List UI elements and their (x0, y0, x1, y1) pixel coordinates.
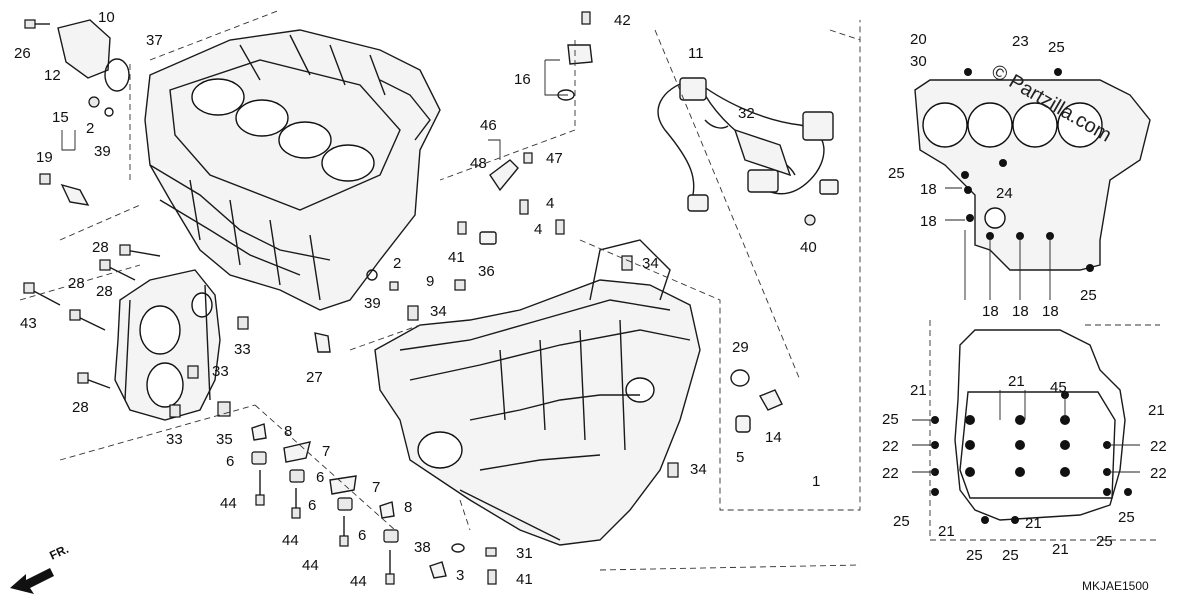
callout-1[interactable]: 1 (812, 473, 820, 490)
callout-8[interactable]: 8 (284, 423, 292, 440)
callout-9[interactable]: 9 (426, 273, 434, 290)
callout-21b[interactable]: 21 (1008, 373, 1025, 390)
callout-25e[interactable]: 25 (893, 513, 910, 530)
callout-34a[interactable]: 34 (642, 255, 659, 272)
callout-18b[interactable]: 18 (920, 213, 937, 230)
callout-36[interactable]: 36 (478, 263, 495, 280)
callout-42[interactable]: 42 (614, 12, 631, 29)
callout-21e[interactable]: 21 (1025, 515, 1042, 532)
callout-38[interactable]: 38 (414, 539, 431, 556)
callout-25h[interactable]: 25 (1096, 533, 1113, 550)
callout-25d[interactable]: 25 (882, 411, 899, 428)
callout-28b[interactable]: 28 (68, 275, 85, 292)
callout-48[interactable]: 48 (470, 155, 487, 172)
callout-25c[interactable]: 25 (1080, 287, 1097, 304)
front-direction-arrow-icon (10, 568, 54, 594)
callout-31[interactable]: 31 (516, 545, 533, 562)
callout-18c[interactable]: 18 (982, 303, 999, 320)
callout-3[interactable]: 3 (456, 567, 464, 584)
callout-14[interactable]: 14 (765, 429, 782, 446)
callout-47[interactable]: 47 (546, 150, 563, 167)
callout-28a[interactable]: 28 (92, 239, 109, 256)
side-cover[interactable] (114, 269, 221, 421)
callout-25f[interactable]: 25 (966, 547, 983, 564)
callout-20[interactable]: 20 (910, 31, 927, 48)
callout-25g[interactable]: 25 (1002, 547, 1019, 564)
lower-crankcase[interactable] (374, 239, 701, 546)
callout-28d[interactable]: 28 (72, 399, 89, 416)
callout-25i[interactable]: 25 (1118, 509, 1135, 526)
callout-25a[interactable]: 25 (1048, 39, 1065, 56)
callout-41b[interactable]: 41 (516, 571, 533, 588)
callout-44c[interactable]: 44 (302, 557, 319, 574)
callout-22a[interactable]: 22 (882, 438, 899, 455)
callout-19[interactable]: 19 (36, 149, 53, 166)
callout-35[interactable]: 35 (216, 431, 233, 448)
callout-45[interactable]: 45 (1050, 379, 1067, 396)
callout-8b[interactable]: 8 (404, 499, 412, 516)
front-marker-label: FR. (47, 542, 70, 563)
wire-harness[interactable] (657, 77, 839, 226)
callout-44b[interactable]: 44 (282, 532, 299, 549)
callout-12[interactable]: 12 (44, 67, 61, 84)
callout-24[interactable]: 24 (996, 185, 1013, 202)
callout-6b[interactable]: 6 (316, 469, 324, 486)
callout-21f[interactable]: 21 (1052, 541, 1069, 558)
callout-4[interactable]: 4 (546, 195, 554, 212)
callout-2b[interactable]: 2 (393, 255, 401, 272)
upper-case-bolt-layout (914, 68, 1151, 272)
callout-32[interactable]: 32 (738, 105, 755, 122)
callout-44d[interactable]: 44 (350, 573, 367, 590)
callout-4b[interactable]: 4 (534, 221, 542, 238)
callout-33a[interactable]: 33 (234, 341, 251, 358)
callout-6d[interactable]: 6 (358, 527, 366, 544)
callout-46[interactable]: 46 (480, 117, 497, 134)
callout-39a[interactable]: 39 (94, 143, 111, 160)
callout-44a[interactable]: 44 (220, 495, 237, 512)
callout-37[interactable]: 37 (146, 32, 163, 49)
callout-21d[interactable]: 21 (938, 523, 955, 540)
callout-21c[interactable]: 21 (1148, 402, 1165, 419)
callout-43[interactable]: 43 (20, 315, 37, 332)
diagram-code: MKJAE1500 (1082, 579, 1149, 593)
callout-7b[interactable]: 7 (372, 479, 380, 496)
callout-22d[interactable]: 22 (1150, 465, 1167, 482)
small-parts (23, 11, 783, 585)
callout-29[interactable]: 29 (732, 339, 749, 356)
callout-26[interactable]: 26 (14, 45, 31, 62)
lower-case-bolt-layout (931, 329, 1132, 524)
callout-2[interactable]: 2 (86, 120, 94, 137)
callout-33b[interactable]: 33 (212, 363, 229, 380)
callout-40[interactable]: 40 (800, 239, 817, 256)
callout-30[interactable]: 30 (910, 53, 927, 70)
callout-6[interactable]: 6 (226, 453, 234, 470)
callout-18d[interactable]: 18 (1012, 303, 1029, 320)
callout-6c[interactable]: 6 (308, 497, 316, 514)
callout-18a[interactable]: 18 (920, 181, 937, 198)
callout-27[interactable]: 27 (306, 369, 323, 386)
callout-34c[interactable]: 34 (690, 461, 707, 478)
callout-5[interactable]: 5 (736, 449, 744, 466)
callout-22b[interactable]: 22 (882, 465, 899, 482)
callout-10[interactable]: 10 (98, 9, 115, 26)
callout-15[interactable]: 15 (52, 109, 69, 126)
callout-33c[interactable]: 33 (166, 431, 183, 448)
callout-39b[interactable]: 39 (364, 295, 381, 312)
callout-7[interactable]: 7 (322, 443, 330, 460)
callout-28c[interactable]: 28 (96, 283, 113, 300)
callout-41a[interactable]: 41 (448, 249, 465, 266)
leader-lines (19, 9, 1160, 571)
callout-34b[interactable]: 34 (430, 303, 447, 320)
callout-25b[interactable]: 25 (888, 165, 905, 182)
callout-16[interactable]: 16 (514, 71, 531, 88)
callout-21a[interactable]: 21 (910, 382, 927, 399)
callout-18e[interactable]: 18 (1042, 303, 1059, 320)
callout-22c[interactable]: 22 (1150, 438, 1167, 455)
callout-11[interactable]: 11 (688, 45, 704, 62)
callout-labels: 1 2 2 3 4 4 5 6 6 6 6 7 7 8 8 9 10 11 12… (14, 9, 1167, 590)
upper-crankcase[interactable] (144, 29, 441, 311)
callout-23[interactable]: 23 (1012, 33, 1029, 50)
